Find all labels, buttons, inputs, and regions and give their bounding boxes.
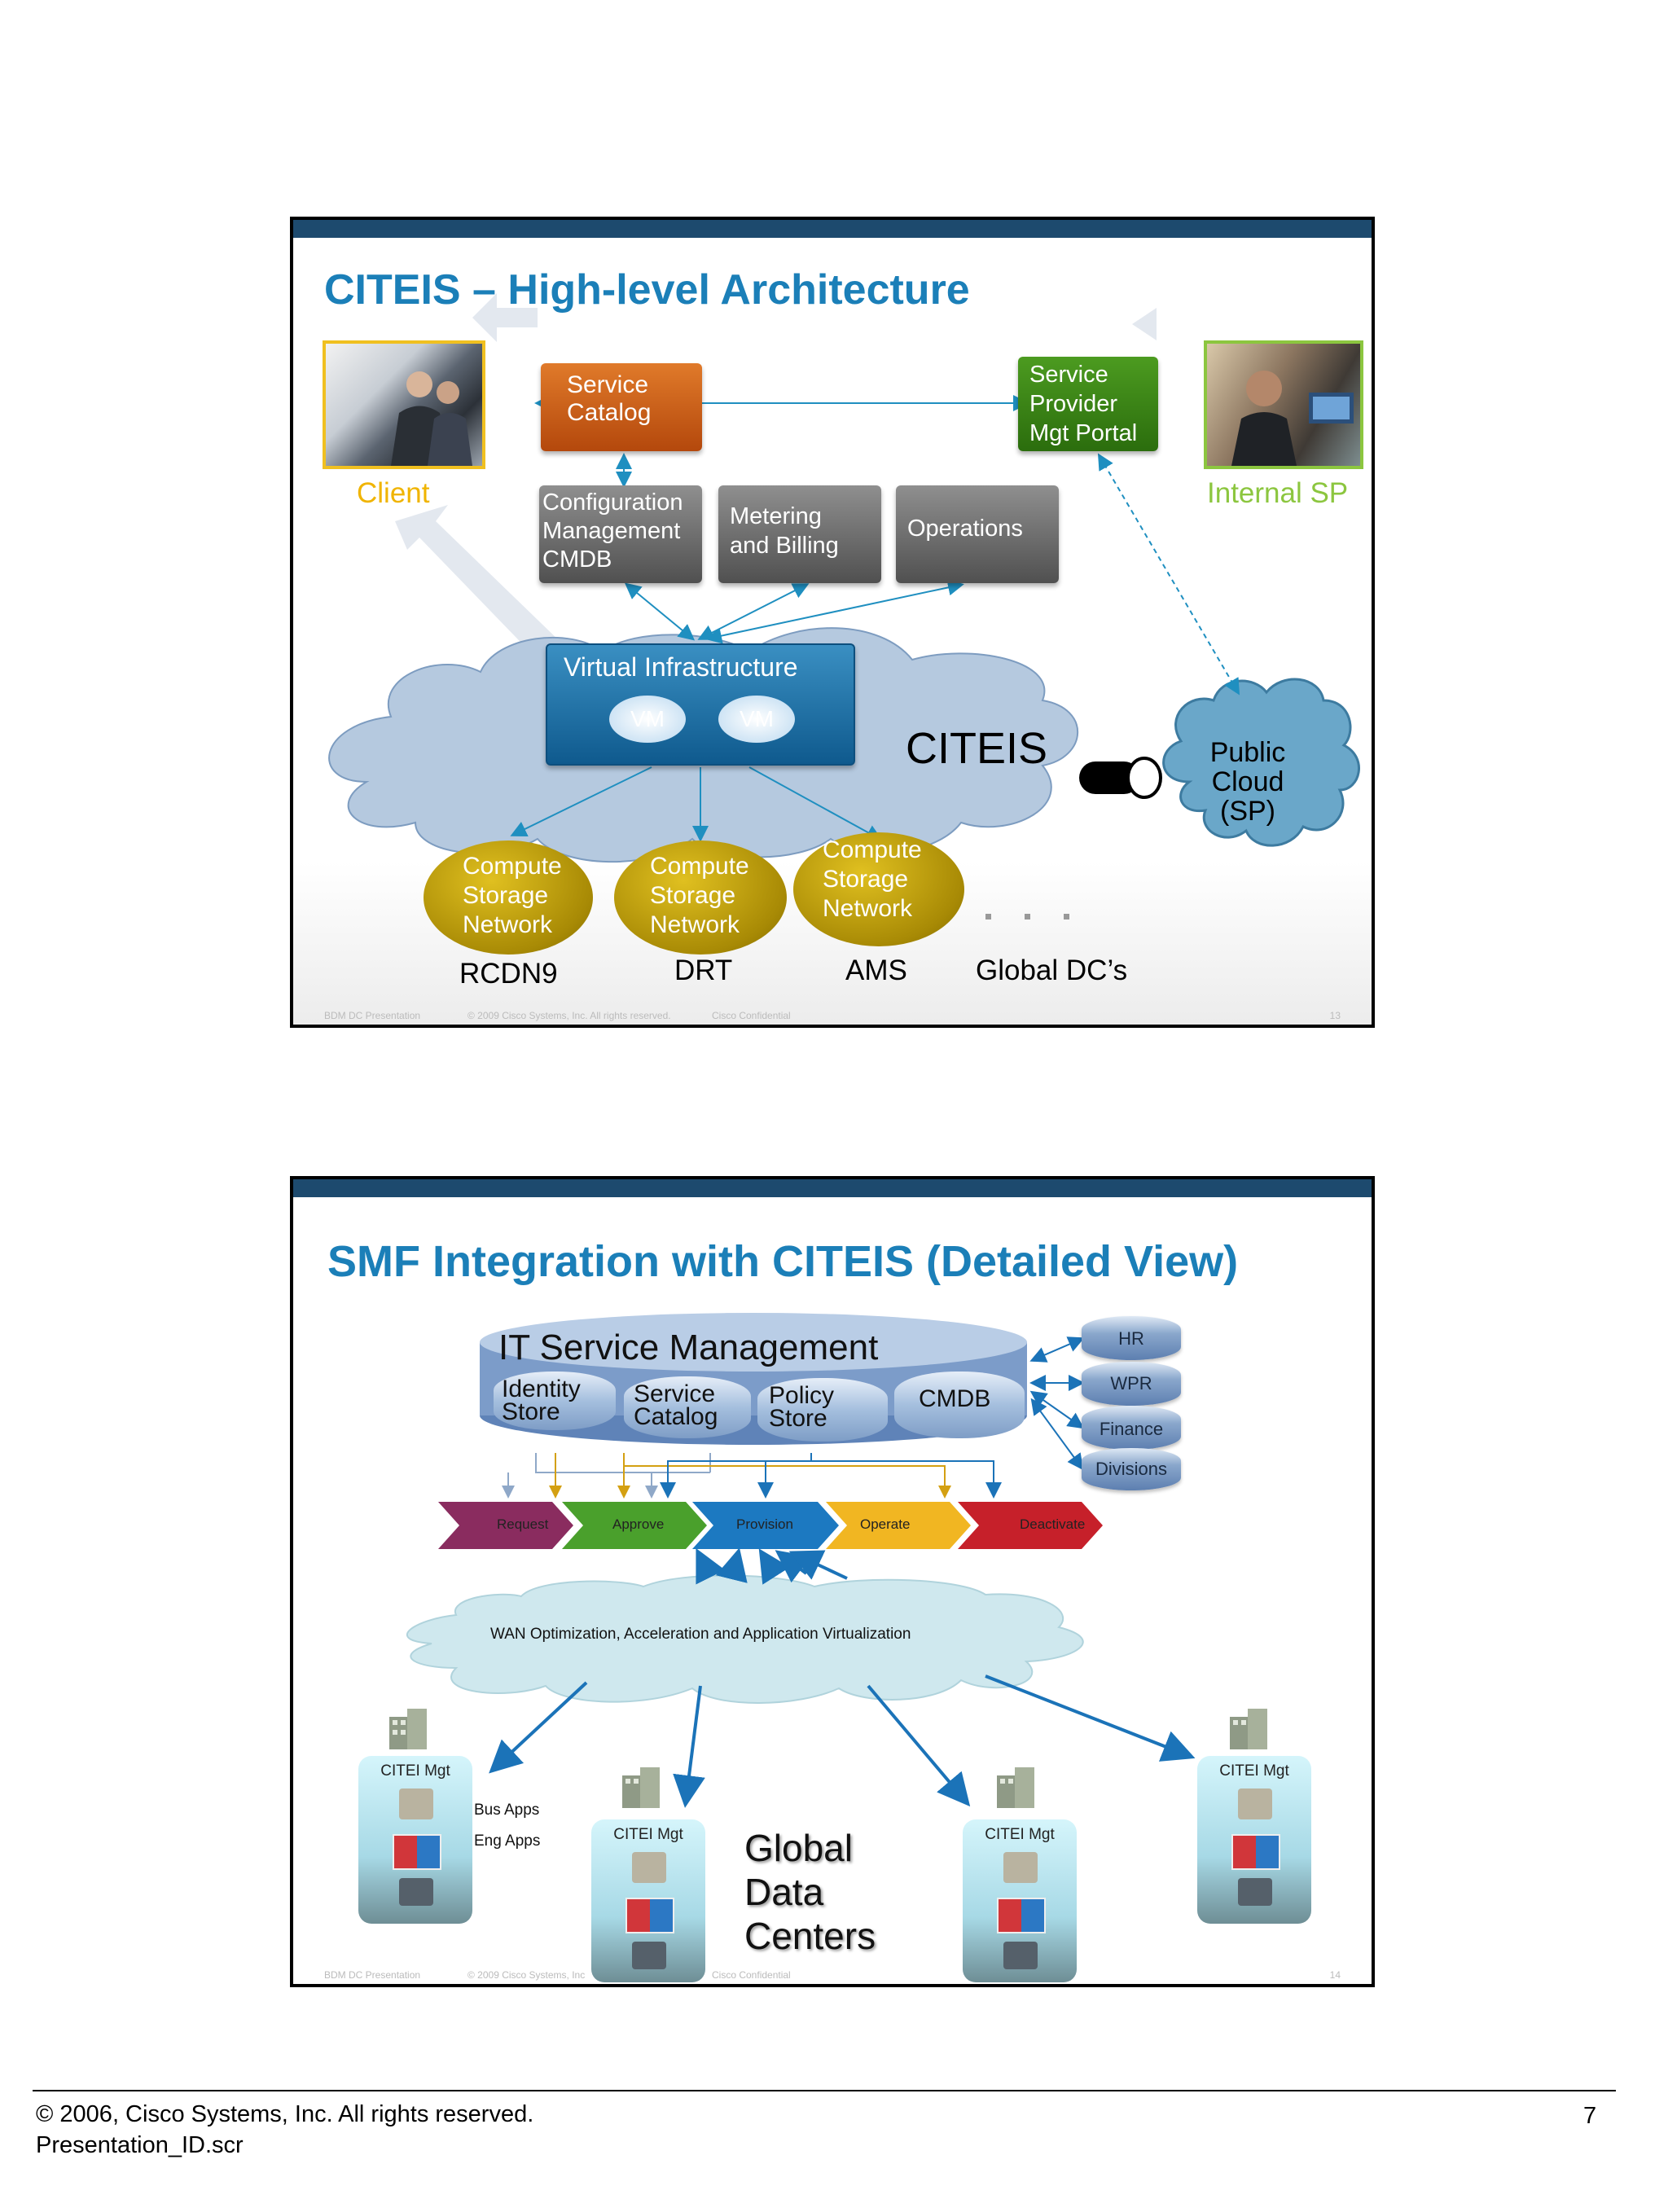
presentation-id: Presentation_ID.scr <box>36 2132 244 2158</box>
public-cloud-shape <box>1162 678 1360 847</box>
page-copyright: © 2006, Cisco Systems, Inc. All rights r… <box>36 2101 534 2127</box>
stage-provision: Provision <box>736 1516 793 1532</box>
building-icon <box>1230 1709 1267 1749</box>
internal-sp-label: Internal SP <box>1207 477 1349 509</box>
slide-citeis-architecture: CITEIS – High-level Architecture Clie <box>290 217 1375 1028</box>
sp-flow-arrow <box>1132 308 1157 340</box>
stage-operate: Operate <box>860 1516 911 1532</box>
data-center-tile-1: CITEI Mgt <box>358 1756 472 1924</box>
data-center-tile-3: CITEI Mgt <box>963 1819 1077 1982</box>
vm-node-1: VM <box>609 696 686 743</box>
itsm-title: IT Service Management <box>498 1328 879 1367</box>
wpr-db: WPR <box>1082 1362 1181 1406</box>
slide-number: 14 <box>1329 1969 1341 1981</box>
wan-label: WAN Optimization, Acceleration and Appli… <box>490 1626 911 1643</box>
dc-label-rcdn9: RCDN9 <box>459 958 558 990</box>
stage-approve: Approve <box>612 1516 665 1532</box>
divisions-db: Divisions <box>1082 1448 1181 1490</box>
network-switch-icon <box>626 1898 674 1933</box>
dc-label-drt: DRT <box>674 955 733 986</box>
dc-label-ams: AMS <box>845 955 907 986</box>
footer-confidential: Cisco Confidential <box>712 1010 791 1021</box>
client-return-arrow <box>395 505 562 660</box>
network-switch-icon <box>393 1834 441 1870</box>
slide-smf-integration: SMF Integration with CITEIS (Detailed Vi… <box>290 1176 1375 1987</box>
slide-number: 13 <box>1329 1010 1341 1021</box>
hr-db: HR <box>1082 1316 1181 1360</box>
network-switch-icon <box>1231 1834 1280 1870</box>
lifecycle-chevrons: Request Approve Provision Operate Deacti… <box>438 1502 1106 1551</box>
storage-icon <box>1238 1878 1272 1906</box>
chevron-request <box>438 1502 573 1549</box>
storage-icon <box>632 1942 666 1969</box>
chevron-approve <box>562 1502 707 1549</box>
server-stack-icon <box>1003 1852 1038 1883</box>
client-flow-arrow <box>472 293 538 342</box>
itsm-platter-top <box>480 1313 1027 1372</box>
chevron-deactivate <box>958 1502 1103 1549</box>
storage-icon <box>1003 1942 1038 1969</box>
internal-sp-photo <box>1204 340 1363 469</box>
chevron-provision <box>692 1502 839 1549</box>
slide-title: CITEIS – High-level Architecture <box>324 266 970 314</box>
wan-cloud-shape <box>406 1574 1084 1704</box>
building-icon <box>622 1767 660 1808</box>
client-people-icon <box>391 371 472 466</box>
cmdb-cylinder: CMDB <box>894 1372 1025 1438</box>
finance-db: Finance <box>1082 1406 1181 1450</box>
bus-apps-label: Bus Apps <box>474 1802 540 1819</box>
slide-header-bar <box>293 220 1372 238</box>
footer-copyright: © 2009 Cisco Systems, Inc <box>467 1969 586 1981</box>
footer-confidential: Cisco Confidential <box>712 1969 791 1981</box>
eng-apps-label: Eng Apps <box>474 1832 541 1850</box>
slide-title: SMF Integration with CITEIS (Detailed Vi… <box>327 1237 1239 1286</box>
dc-label-global: Global DC’s <box>976 955 1128 986</box>
data-center-tile-4: CITEI Mgt <box>1197 1756 1311 1924</box>
client-photo <box>323 340 485 469</box>
operations-box: Operations <box>896 485 1059 583</box>
server-stack-icon <box>632 1852 666 1883</box>
building-icon <box>389 1709 427 1749</box>
building-icon <box>997 1767 1034 1808</box>
citeis-label: CITEIS <box>906 724 1048 773</box>
stage-request: Request <box>497 1516 549 1532</box>
vm-node-2: VM <box>718 696 795 743</box>
data-center-tile-2: CITEI Mgt <box>591 1819 705 1982</box>
storage-icon <box>399 1878 433 1906</box>
server-stack-icon <box>399 1788 433 1819</box>
page-number: 7 <box>1583 2103 1597 2129</box>
sp-operator-icon <box>1231 371 1354 466</box>
virtual-infrastructure-box: Virtual Infrastructure <box>546 643 855 766</box>
client-label: Client <box>357 477 430 509</box>
server-stack-icon <box>1238 1788 1272 1819</box>
network-switch-icon <box>997 1898 1046 1933</box>
stage-deactivate: Deactivate <box>1020 1516 1086 1532</box>
chevron-operate <box>826 1502 971 1549</box>
footer-copyright: © 2009 Cisco Systems, Inc. All rights re… <box>467 1010 671 1021</box>
tunnel-connector <box>1079 761 1140 794</box>
footer-presentation: BDM DC Presentation <box>324 1010 421 1021</box>
footer-presentation: BDM DC Presentation <box>324 1969 421 1981</box>
slide-header-bar <box>293 1179 1372 1197</box>
page-footer-rule <box>33 2090 1616 2091</box>
